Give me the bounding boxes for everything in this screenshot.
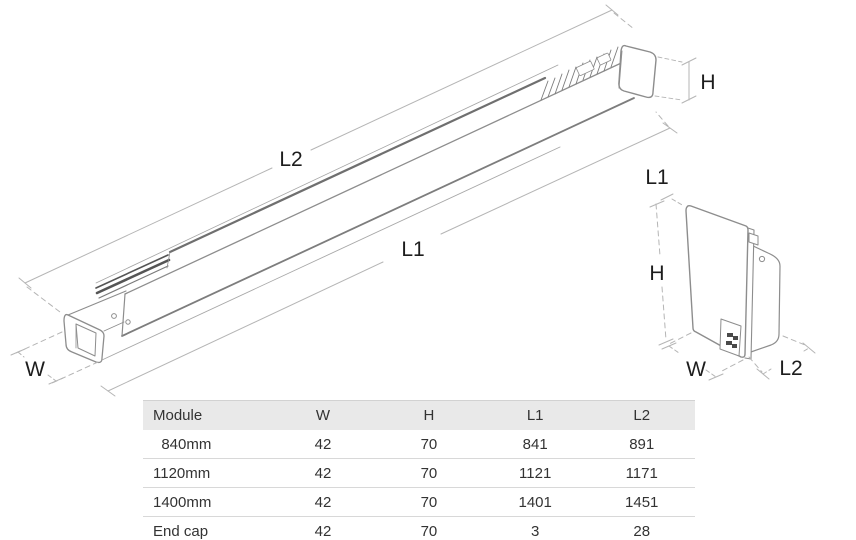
endcap-housing [747, 244, 781, 354]
table-row: End cap 42 70 3 28 [143, 516, 695, 540]
endcap-h-label: H [649, 262, 664, 285]
table-row: 1120mm 42 70 1121 1171 [143, 458, 695, 488]
main-l1-label: L1 [401, 238, 424, 261]
cell-h: 70 [375, 516, 482, 540]
terminal-block [596, 52, 612, 66]
strip-seam [166, 251, 171, 269]
dim-w-cap [661, 332, 744, 381]
dim-l2-cap [748, 335, 816, 380]
track-top-edge [67, 290, 127, 316]
main-w-label: W [25, 358, 45, 381]
endcap-dimensions [649, 193, 816, 381]
cell-h: 70 [375, 458, 482, 488]
body-front-top-edge [124, 57, 633, 295]
dim-w-main [10, 331, 99, 385]
technical-drawing: L2 L1 H W [10, 4, 816, 397]
endcap-w-label: W [686, 358, 706, 381]
cell-h: 70 [375, 487, 482, 517]
endcap-detail [685, 204, 781, 360]
dim-h-main [654, 56, 697, 104]
cell-h: 70 [375, 430, 482, 459]
body-left-edge [121, 293, 126, 337]
endcap-tab [748, 232, 759, 246]
table-row: 1400mm 42 70 1401 1451 [143, 487, 695, 517]
terminal-block [575, 60, 595, 76]
body-front-bottom-edge [121, 97, 635, 337]
cell-l1: 1401 [481, 487, 589, 517]
cell-l2: 891 [588, 430, 695, 459]
slot-line [168, 76, 547, 254]
cell-w: 42 [269, 458, 376, 488]
cell-module: 1120mm [143, 458, 270, 488]
cell-l2: 1171 [588, 458, 695, 488]
endcap-sticker [719, 318, 742, 357]
table-row: 840mm 42 70 841 891 [143, 430, 695, 459]
header-w: W [269, 400, 376, 430]
track-front-edge [103, 321, 125, 332]
endcap-plate [685, 204, 749, 358]
cell-w: 42 [269, 487, 376, 517]
main-fixture [63, 44, 657, 364]
dim-l1 [100, 111, 678, 397]
spec-table: Module W H L1 L2 840mm 42 70 841 891 112… [143, 400, 695, 540]
cell-module: 840mm [143, 430, 270, 459]
dim-l2 [18, 4, 635, 313]
header-l2: L2 [588, 400, 695, 430]
screw-dot [125, 319, 131, 325]
cell-l2: 1451 [588, 487, 695, 517]
cell-module: 1400mm [143, 487, 270, 517]
main-dimensions [10, 4, 697, 397]
dim-l1-cap [660, 193, 685, 207]
top-back-edge [95, 64, 559, 284]
header-module: Module [143, 400, 270, 430]
cell-w: 42 [269, 516, 376, 540]
cell-l1: 1121 [481, 458, 589, 488]
table-header-row: Module W H L1 L2 [143, 400, 695, 430]
track-bottom-edge [101, 146, 561, 361]
cell-module: End cap [143, 516, 270, 540]
cell-l1: 3 [481, 516, 589, 540]
cell-l1: 841 [481, 430, 589, 459]
main-h-label: H [700, 71, 715, 94]
end-cap-seam [618, 50, 623, 89]
fixture-end-cap [618, 44, 657, 99]
led-strip [95, 254, 171, 299]
endcap-l1-label: L1 [645, 166, 668, 189]
track-end-profile [63, 313, 105, 364]
main-l2-label: L2 [279, 148, 302, 171]
header-l1: L1 [481, 400, 589, 430]
header-h: H [375, 400, 482, 430]
screw-dot [111, 313, 117, 319]
cell-w: 42 [269, 430, 376, 459]
dim-h-cap [649, 200, 674, 346]
endcap-l2-label: L2 [779, 357, 802, 380]
cell-l2: 28 [588, 516, 695, 540]
